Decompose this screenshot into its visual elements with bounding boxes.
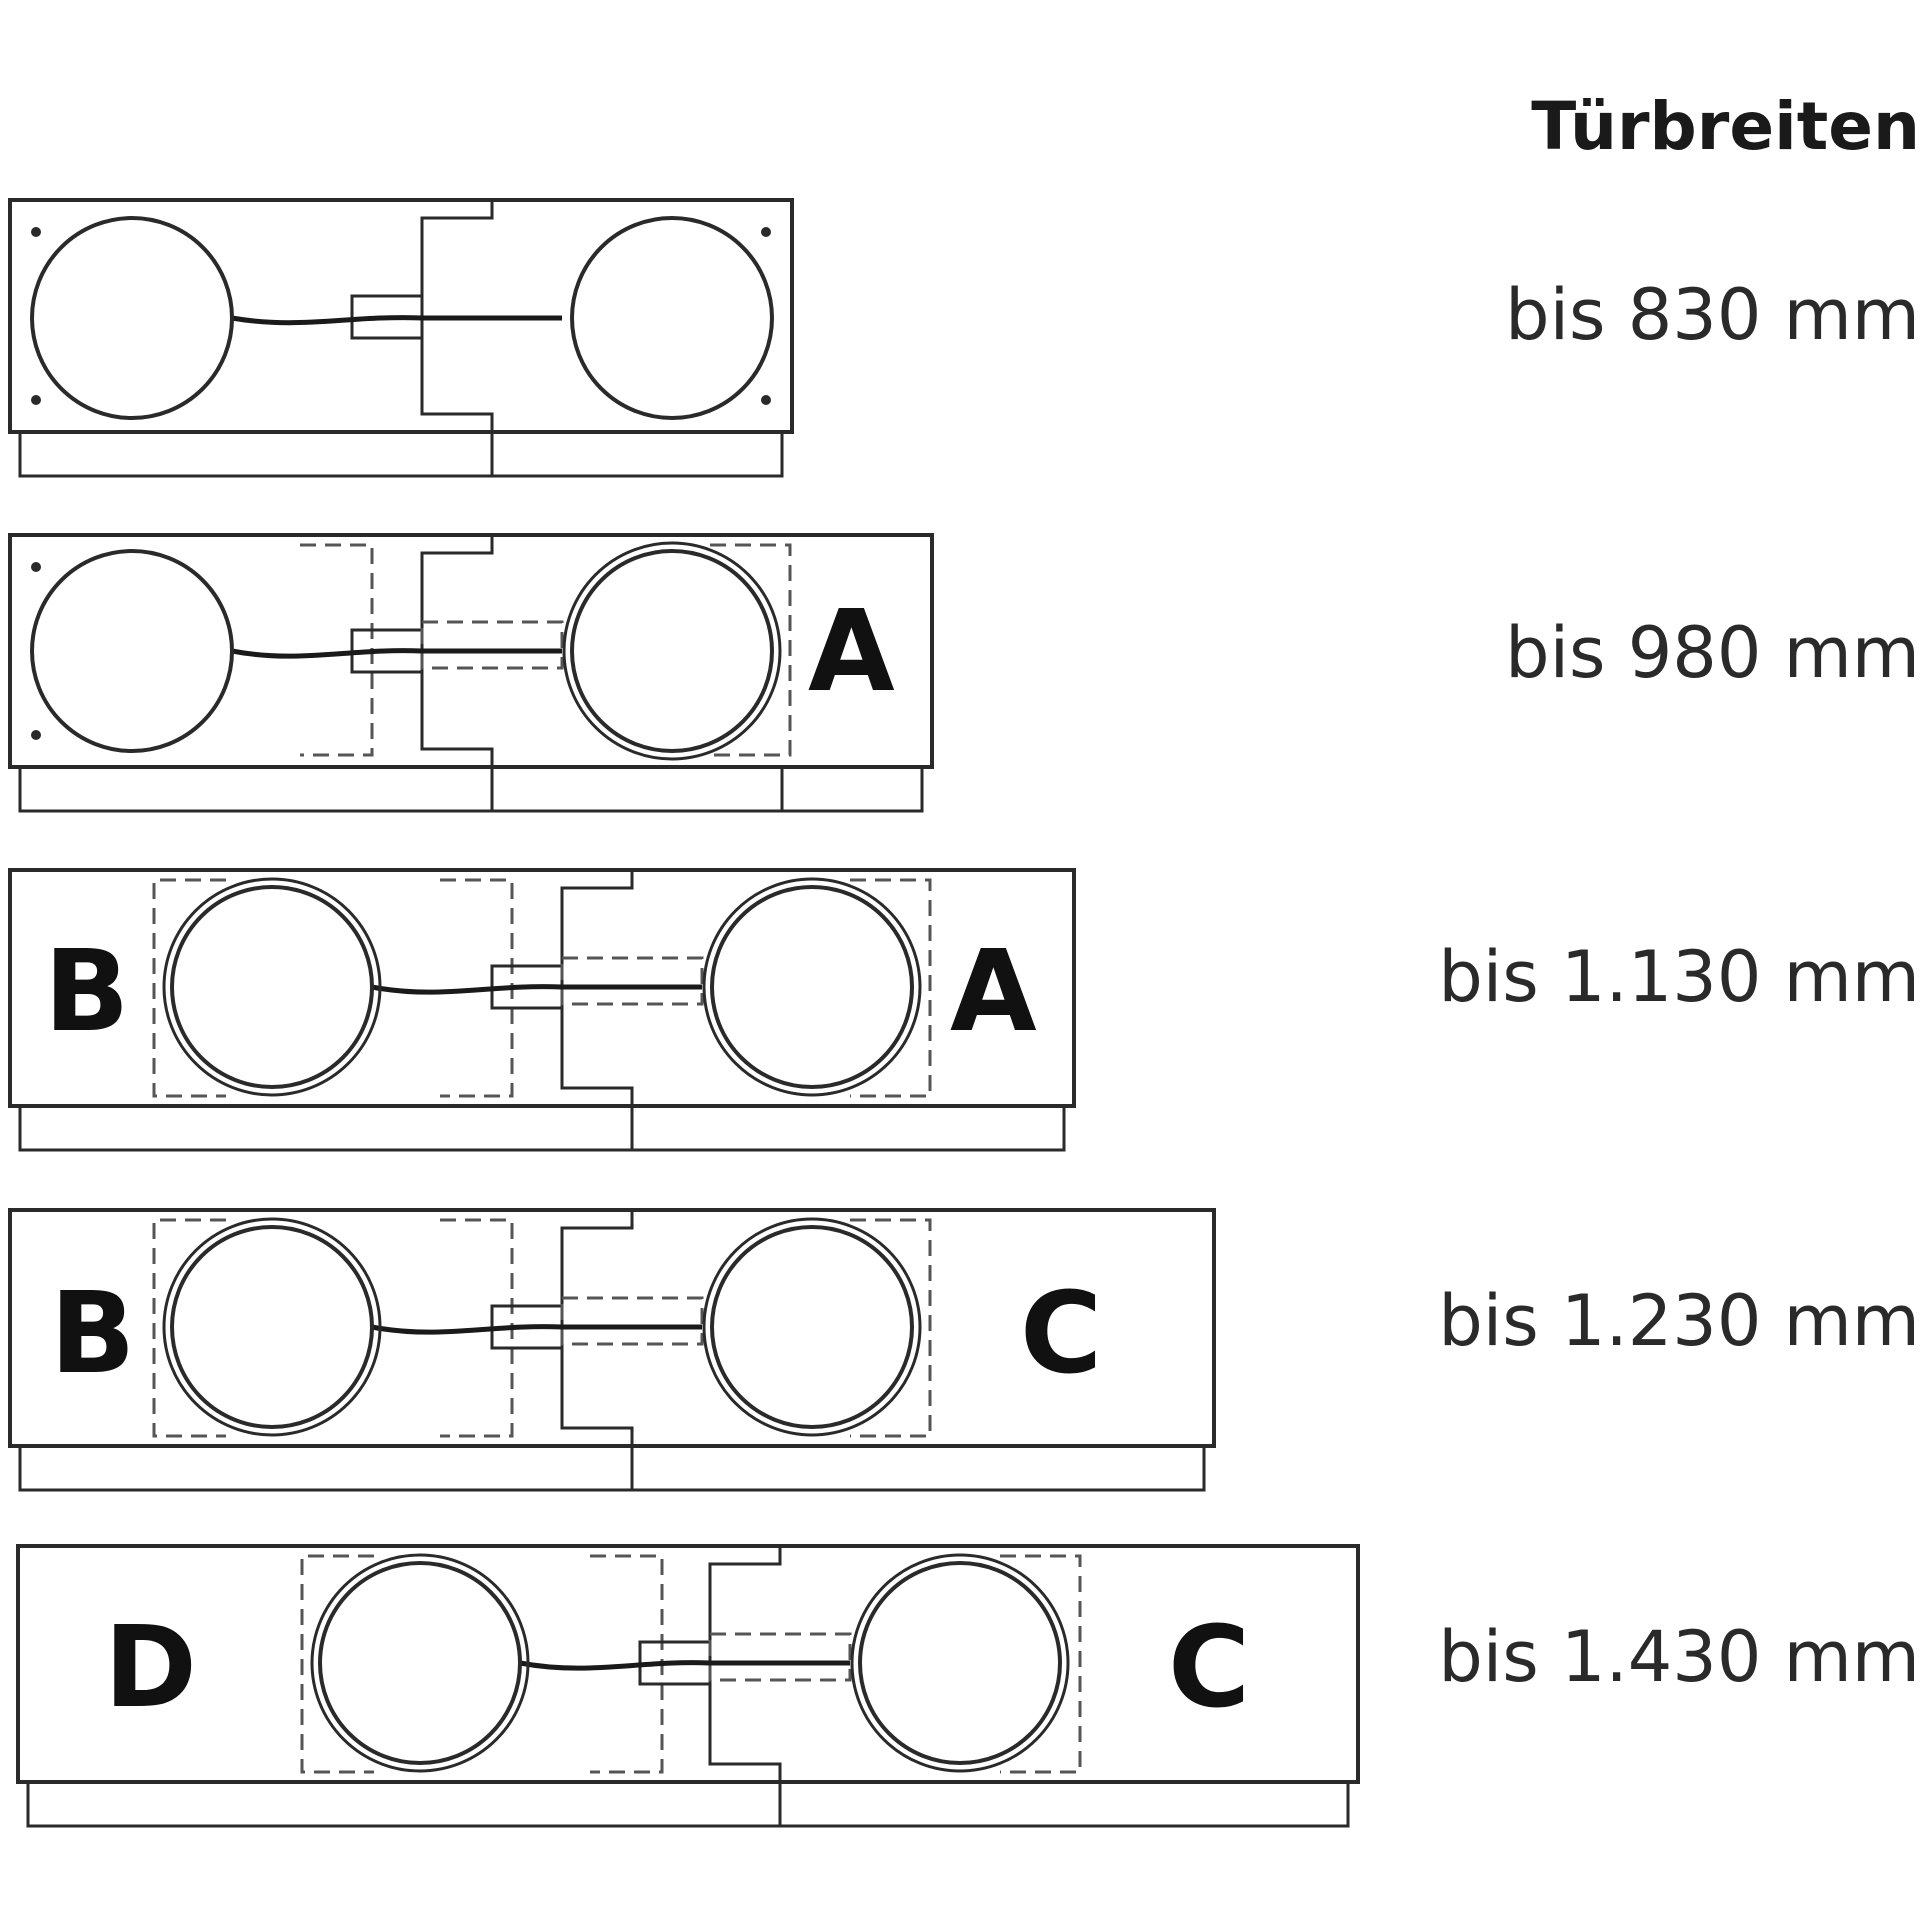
extension-letter-b: B bbox=[44, 927, 129, 1057]
fitting-row-830 bbox=[8, 198, 794, 478]
extension-letter-b: B bbox=[50, 1269, 135, 1399]
fitting-row-1230: B C bbox=[8, 1208, 1216, 1492]
width-label-1430: bis 1.430 mm bbox=[1438, 1616, 1920, 1698]
extension-letter-a: A bbox=[950, 927, 1037, 1057]
fitting-row-1130: B A bbox=[8, 868, 1076, 1152]
extension-letter-c: C bbox=[1168, 1603, 1250, 1733]
fitting-row-980: A bbox=[8, 533, 934, 813]
extension-letter-a: A bbox=[808, 587, 895, 717]
width-label-830: bis 830 mm bbox=[1505, 274, 1920, 356]
fitting-row-1430: D C bbox=[16, 1544, 1360, 1828]
width-label-1130: bis 1.130 mm bbox=[1438, 936, 1920, 1018]
tuerbreiten-heading: Türbreiten bbox=[1531, 88, 1920, 165]
width-label-1230: bis 1.230 mm bbox=[1438, 1280, 1920, 1362]
extension-letter-d: D bbox=[104, 1603, 197, 1733]
width-label-980: bis 980 mm bbox=[1505, 612, 1920, 694]
extension-letter-c: C bbox=[1020, 1269, 1102, 1399]
